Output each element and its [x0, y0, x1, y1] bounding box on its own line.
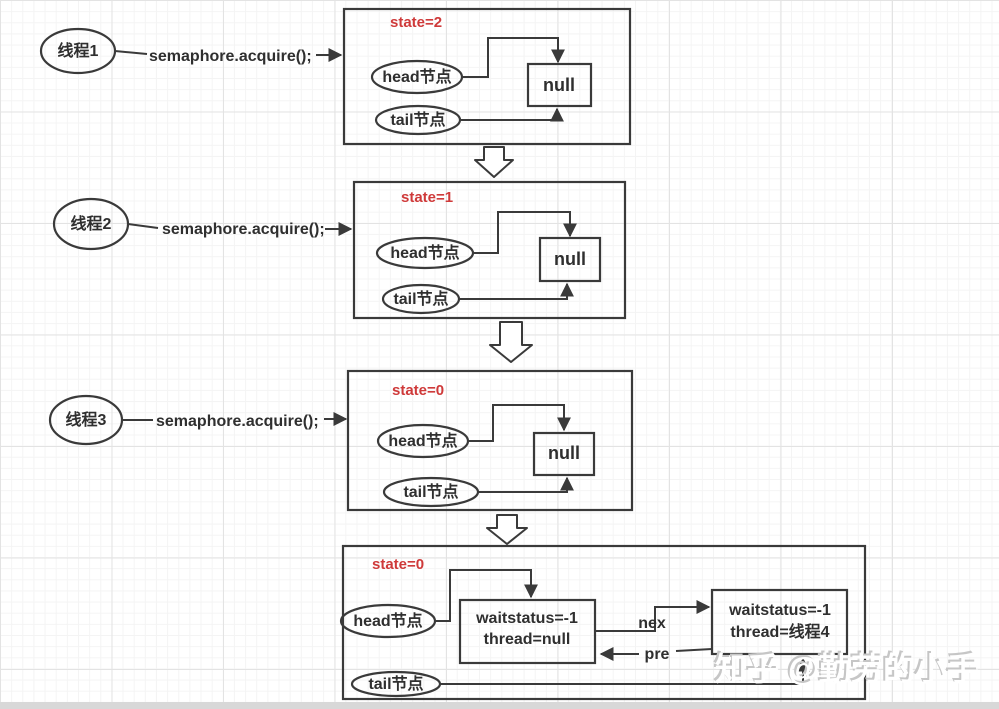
queue-node2-waitstatus: waitstatus=-1: [728, 602, 831, 619]
stage2-null-label: null: [554, 249, 586, 269]
watermark: 知乎 @勤劳的小手 知乎 @勤劳的小手: [713, 649, 979, 687]
queue-node1-thread: thread=null: [484, 631, 571, 648]
thread3-label: 线程3: [66, 410, 107, 429]
bottom-edge-strip: [0, 702, 999, 709]
stage2-null-node: [538, 236, 602, 283]
queue-node2-thread: thread=线程4: [730, 622, 829, 641]
queue-head-label: head节点: [353, 611, 422, 630]
stage3-head-arrow: [468, 404, 571, 442]
watermark-shadow-text: 知乎 @勤劳的小手: [713, 649, 977, 685]
stage1-head-label: head节点: [382, 67, 451, 86]
queue-node2: [710, 588, 849, 656]
queue-node1-waitstatus: waitstatus=-1: [475, 610, 578, 627]
thread1-call-label: semaphore.acquire();: [149, 48, 312, 65]
thread2-call-label: semaphore.acquire();: [162, 221, 325, 238]
stage2-state-label: state=1: [401, 189, 453, 206]
stage1-null-node: [526, 62, 593, 108]
down-block-arrow-2: [489, 321, 533, 363]
prev-pointer-label: pre: [645, 646, 670, 663]
next-pointer-label: nex: [638, 615, 666, 632]
stage3-null-label: null: [548, 443, 580, 463]
queue-tail-label: tail节点: [368, 674, 423, 693]
stage1-frame: [342, 7, 632, 146]
stage2-tail-label: tail节点: [393, 289, 448, 308]
down-block-arrow-3: [486, 514, 528, 545]
stage2-head-label: head节点: [390, 243, 459, 262]
prev-pointer-line: [675, 648, 713, 652]
stage2-head-arrow: [473, 211, 577, 254]
stage3-head-label: head节点: [388, 431, 457, 450]
next-pointer-arrow: [595, 600, 711, 632]
stage1-head-arrow: [462, 37, 565, 78]
stage1-box: state=2 head节点 null tail节点: [342, 7, 632, 146]
stage3-state-label: state=0: [392, 382, 444, 399]
watermark-text: 知乎 @勤劳的小手: [715, 651, 979, 687]
queue-state-label: state=0: [372, 556, 424, 573]
stage1-null-label: null: [543, 75, 575, 95]
thread3-row: 线程3 semaphore.acquire();: [48, 394, 348, 446]
stage1-state-label: state=2: [390, 14, 442, 31]
stage2-frame: [352, 180, 627, 320]
queue-tail-arrow: [440, 657, 810, 685]
thread1-label: 线程1: [58, 41, 99, 60]
thread2-row: 线程2 semaphore.acquire();: [52, 197, 353, 251]
stage3-null-node: [532, 431, 596, 477]
queue-frame: [341, 544, 867, 701]
stage2-tail-arrow: [459, 282, 574, 300]
stage3-tail-arrow: [478, 476, 574, 493]
stage2-box: state=1 head节点 null tail节点: [352, 180, 627, 320]
stage3-tail-label: tail节点: [403, 482, 458, 501]
queue-box: state=0 head节点 waitstatus=-1 thread=null…: [339, 544, 867, 701]
stage1-tail-arrow: [460, 107, 564, 122]
stage3-box: state=0 head节点 null tail节点: [346, 369, 634, 512]
thread1-connector-line: [114, 50, 148, 55]
thread3-call-label: semaphore.acquire();: [156, 413, 319, 430]
down-block-arrow-1: [474, 146, 514, 178]
thread2-connector-line: [127, 223, 159, 229]
queue-head-arrow: [435, 569, 538, 622]
stage1-tail-label: tail节点: [390, 110, 445, 129]
thread2-label: 线程2: [71, 214, 112, 233]
stage3-frame: [346, 369, 634, 512]
thread1-row: 线程1 semaphore.acquire();: [39, 27, 343, 75]
